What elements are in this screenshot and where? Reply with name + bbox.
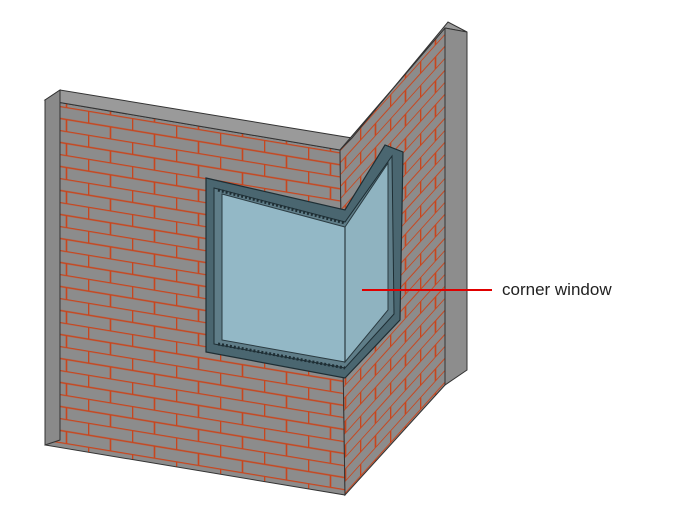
corner-window-label: corner window bbox=[502, 280, 612, 299]
right-wall-end bbox=[444, 27, 468, 386]
right-wall-top bbox=[339, 21, 468, 151]
left-wall-end bbox=[44, 89, 61, 446]
corner-window bbox=[205, 144, 404, 379]
